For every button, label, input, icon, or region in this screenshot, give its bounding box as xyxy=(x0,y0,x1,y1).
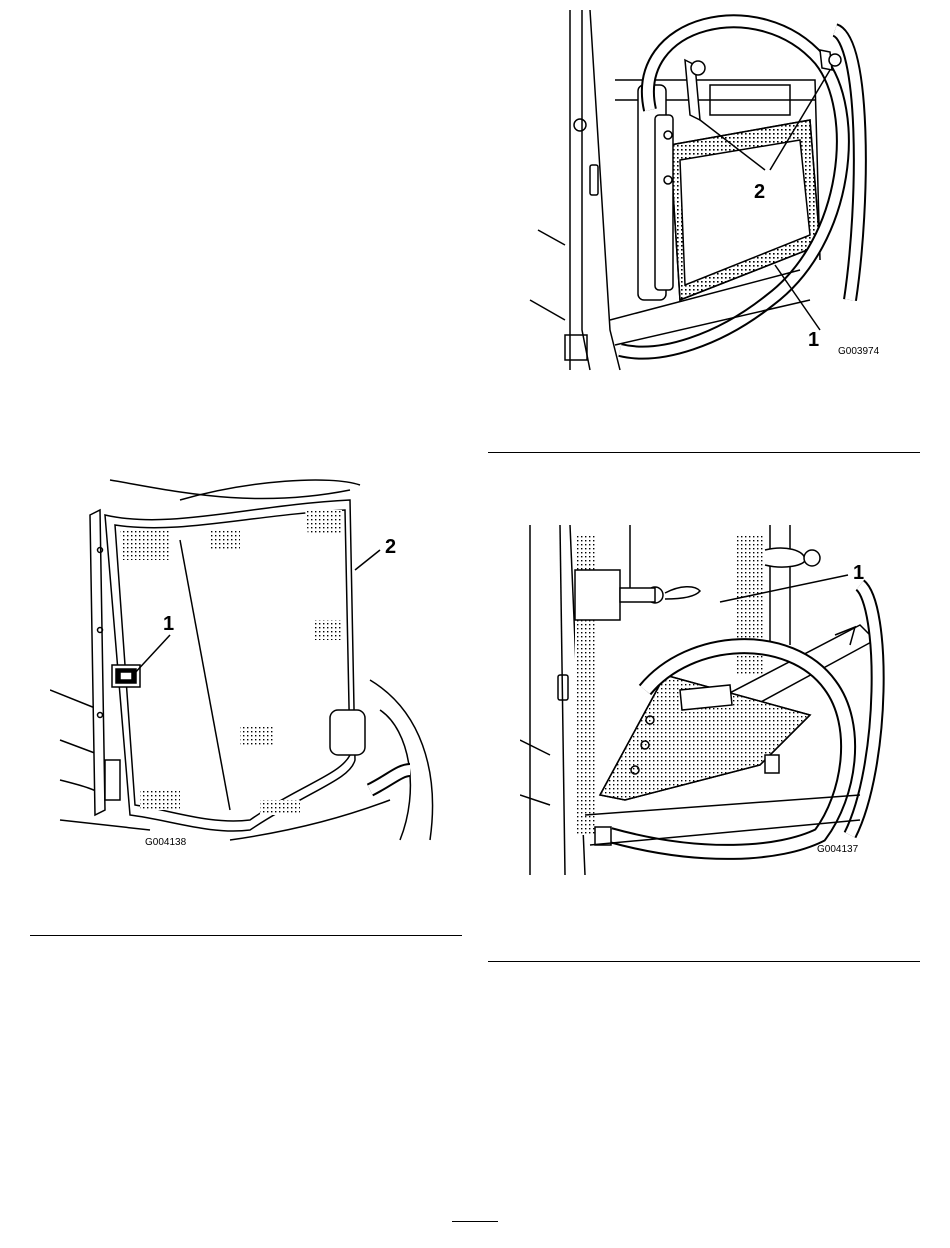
figure-code: G003974 xyxy=(838,346,880,357)
figure-cooler-open: 1 G004137 xyxy=(520,515,900,895)
figure-oil-cooler: 2 1 G003974 xyxy=(520,0,900,380)
cover-panel-illustration: 1 2 G004138 xyxy=(50,470,450,860)
divider-bottom-right xyxy=(488,961,920,962)
figure-code: G004138 xyxy=(145,837,187,848)
figure-cover-panel: 1 2 G004138 xyxy=(50,470,450,860)
callout-2: 2 xyxy=(385,536,396,558)
divider-top-right xyxy=(488,452,920,453)
callout-1: 1 xyxy=(163,613,174,635)
callout-1: 1 xyxy=(808,329,819,351)
figure-code: G004137 xyxy=(817,844,859,855)
divider-left xyxy=(30,935,462,936)
callout-1: 1 xyxy=(853,562,864,584)
cooler-open-illustration: 1 G004137 xyxy=(520,515,900,895)
callout-2: 2 xyxy=(754,181,765,203)
page-footer-rule xyxy=(452,1221,498,1222)
oil-cooler-illustration: 2 1 G003974 xyxy=(520,0,900,380)
